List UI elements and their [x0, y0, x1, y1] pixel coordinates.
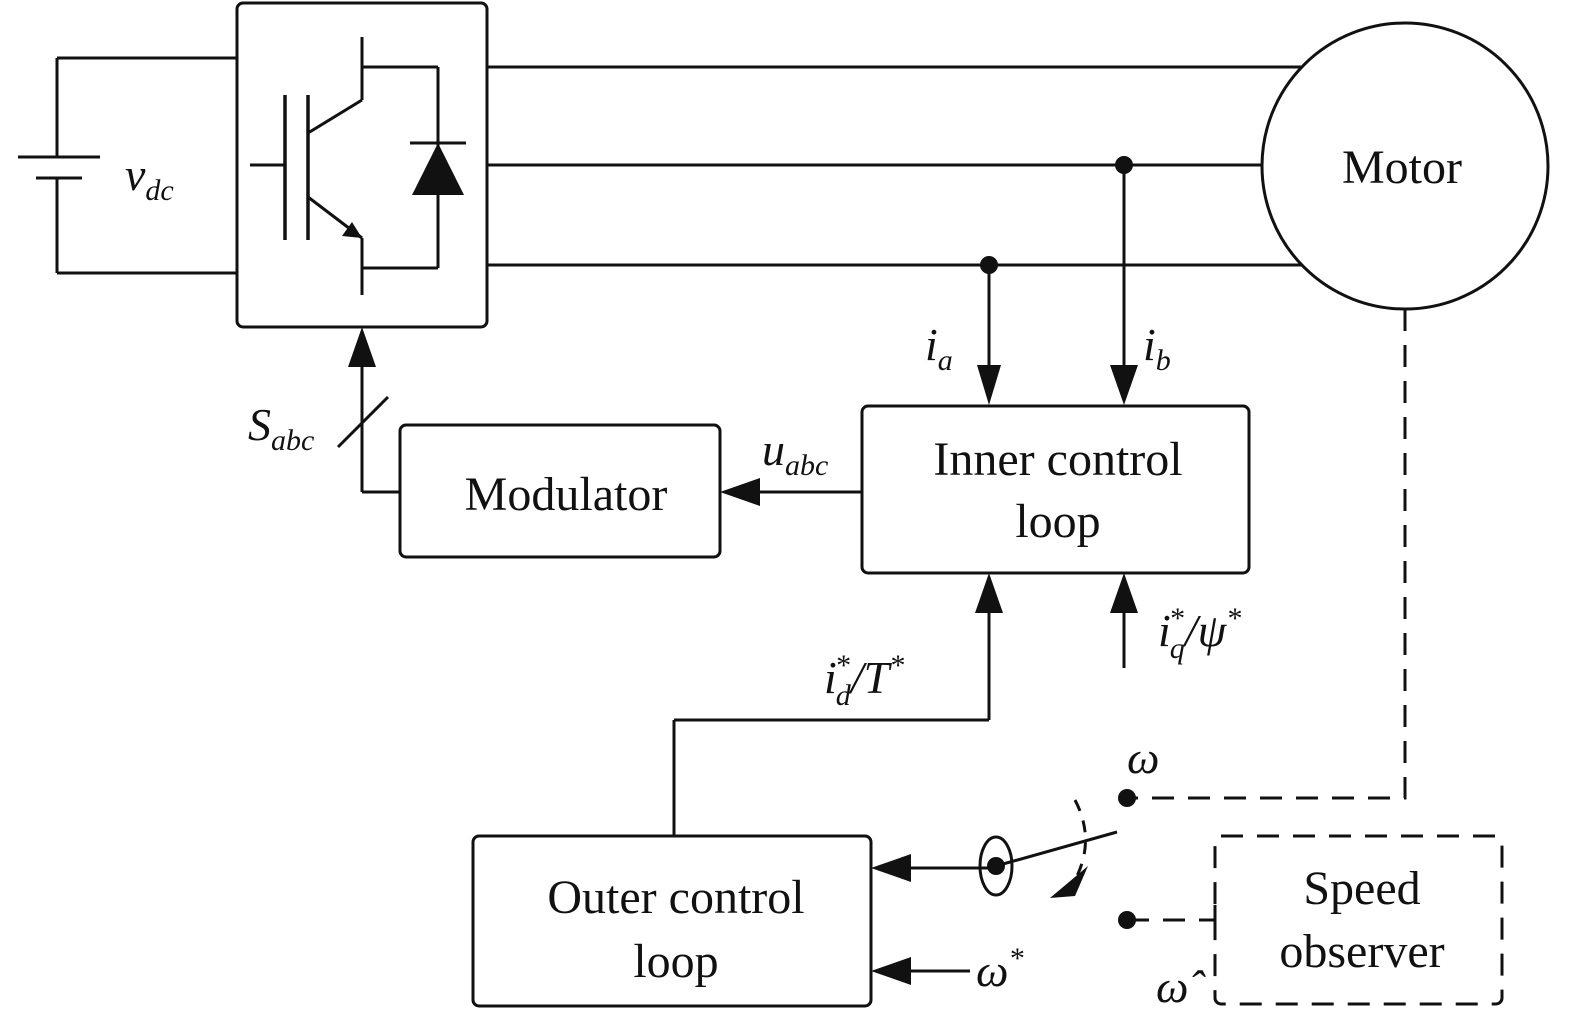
inner-control-loop: Inner control loop [860, 404, 1251, 575]
modulator-label: Modulator [465, 468, 668, 521]
omega-ref-signal: ω* [871, 942, 1023, 996]
sabc-label: Sabc [248, 399, 314, 457]
inverter [235, 1, 489, 329]
phase-lines [487, 65, 1307, 267]
uabc-label: uabc [762, 424, 828, 482]
uabc-signal: uabc [720, 424, 862, 506]
outer-loop-label-1: Outer control [547, 871, 804, 924]
outer-loop-label-2: loop [633, 935, 718, 988]
iq-ref-label: i*q/ψ* [1158, 602, 1241, 665]
ib-label: ib [1143, 319, 1171, 377]
omega-label: ω [1127, 732, 1159, 783]
vdc-label: vdc [125, 149, 174, 207]
motor-label: Motor [1342, 141, 1462, 194]
modulator: Modulator [398, 423, 722, 559]
igbt-icon [250, 37, 440, 295]
observer-label-2: observer [1279, 925, 1444, 978]
sabc-signal: Sabc [248, 327, 400, 494]
omega-ref-label: ω* [976, 942, 1023, 996]
current-sensing: ia ib [925, 156, 1171, 405]
outer-control-loop: Outer control loop [471, 834, 873, 1008]
diode-icon [410, 141, 466, 195]
ia-label: ia [925, 319, 953, 377]
observer-label-1: Speed [1303, 862, 1420, 915]
inner-loop-label-2: loop [1015, 495, 1100, 548]
motor: Motor [1260, 21, 1550, 311]
dc-source: vdc [18, 56, 237, 275]
speed-feedback [1127, 309, 1407, 800]
inner-loop-label-1: Inner control [933, 433, 1182, 486]
id-ref-signal: i*d/T* [672, 573, 1003, 836]
iq-ref-signal: i*q/ψ* [1110, 573, 1241, 668]
id-ref-label: i*d/T* [824, 649, 904, 712]
speed-observer: Speed observer [1127, 834, 1504, 1006]
omega-hat-label: ω̂ [1156, 961, 1206, 1012]
